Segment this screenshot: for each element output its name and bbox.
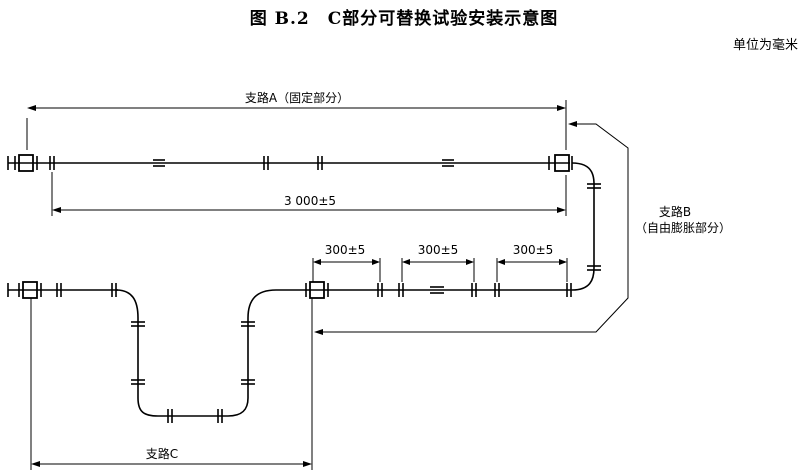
branch-a-dimension	[26, 100, 567, 150]
branch-a-label: 支路A（固定部分）	[245, 90, 349, 105]
segment-2-label: 300±5	[418, 243, 459, 257]
figure-title: 图 B.2 C部分可替换试验安装示意图	[249, 9, 559, 29]
arrowheads	[27, 105, 577, 467]
unit-note: 单位为毫米	[732, 38, 798, 53]
branch-b-pipe	[571, 162, 601, 291]
branch-b-sublabel: （自由膨胀部分）	[635, 220, 731, 235]
segment-dimensions	[312, 258, 568, 282]
branch-c-dimension	[30, 298, 313, 470]
length-3000-dimension	[51, 172, 567, 216]
branch-b-label: 支路B	[659, 204, 691, 219]
middle-pipe	[305, 281, 572, 299]
segment-1-label: 300±5	[325, 243, 366, 257]
segment-3-label: 300±5	[513, 243, 554, 257]
branch-c-pipe	[7, 281, 306, 423]
branch-c-label: 支路C	[146, 446, 178, 461]
branch-a-pipe	[7, 154, 573, 172]
length-3000-label: 3 000±5	[284, 194, 336, 208]
branch-b-outline	[316, 123, 629, 333]
